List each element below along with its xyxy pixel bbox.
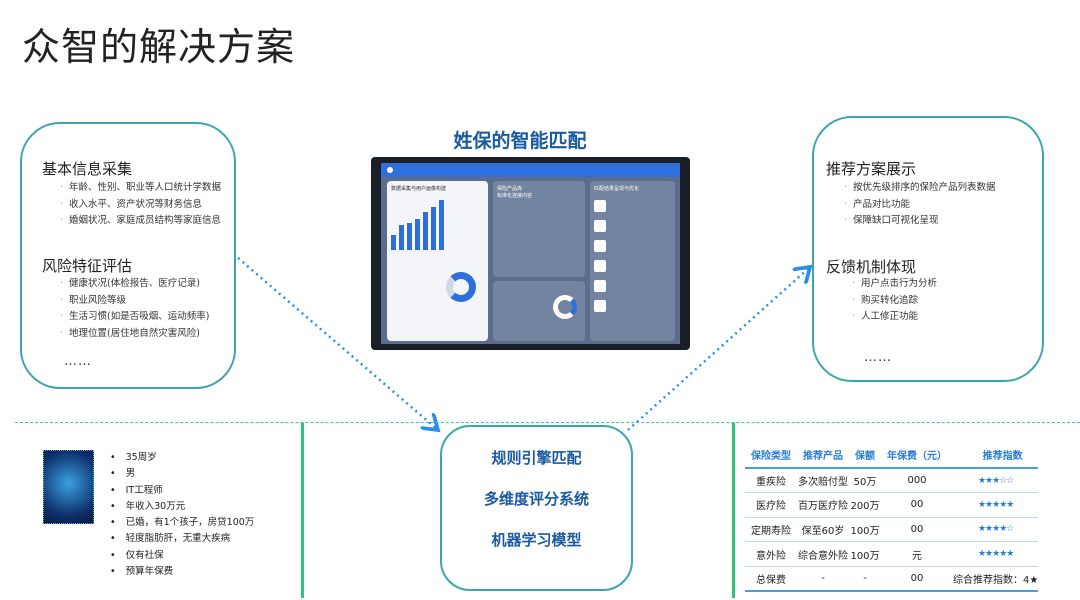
table-cell: 00	[881, 566, 953, 592]
user-profile-list: 35周岁 男 IT工程师 年收入30万元 已婚，有1个孩子，房贷100万 轻度脂…	[110, 450, 255, 580]
panel-title: 数据采集与用户画像构建	[391, 186, 447, 192]
table-cell: 综合推荐指数：4★	[953, 566, 1039, 592]
list-item: 按优先级排序的保险产品列表数据	[844, 180, 996, 197]
engine-item: 多维度评分系统	[483, 490, 589, 508]
divider-vertical	[301, 423, 304, 598]
list-item: 产品对比功能	[844, 197, 996, 214]
table-cell: 意外险	[745, 541, 797, 567]
list-item: IT工程师	[110, 483, 254, 499]
list-item: 用户点击行为分析	[852, 276, 937, 293]
table-cell: 医疗险	[745, 492, 797, 518]
dashboard-screenshot: 数据采集与用户画像构建 保险产品库 标准化连接内容 匹配结果呈现与优化	[371, 157, 690, 350]
section-heading: 推荐方案展示	[826, 160, 917, 178]
column-header: 保额	[849, 442, 881, 469]
table-cell: 保至60岁	[797, 517, 849, 543]
table-cell: -	[797, 566, 849, 592]
list-item: 仅有社保	[110, 548, 254, 564]
table-cell: 综合意外险	[797, 541, 849, 567]
list-item: 收入水平、资产状况等财务信息	[60, 197, 221, 214]
column-header: 保险类型	[745, 442, 797, 469]
table-cell: 00	[881, 492, 953, 518]
table-cell: ★★★★★	[953, 541, 1039, 567]
table-cell: 总保费	[745, 566, 797, 592]
arrow-engine-to-right	[627, 267, 810, 431]
center-heading: 姓保的智能匹配	[453, 130, 587, 152]
engine-item: 机器学习模型	[491, 531, 582, 549]
matching-engine-box: 规则引擎匹配 多维度评分系统 机器学习模型	[440, 425, 633, 591]
input-features-box: 基本信息采集 年龄、性别、职业等人口统计学数据 收入水平、资产状况等财务信息 婚…	[20, 122, 236, 389]
section-heading: 基本信息采集	[42, 160, 133, 178]
column-header: 年保费（元）	[881, 442, 953, 469]
table-cell: 百万医疗险	[797, 492, 849, 518]
list-item: 地理位置(居住地自然灾害风险)	[60, 326, 209, 343]
list-item: 婚姻状况、家庭成员结构等家庭信息	[60, 213, 221, 230]
output-box: 推荐方案展示 按优先级排序的保险产品列表数据 产品对比功能 保障缺口可视化呈现 …	[812, 116, 1044, 382]
table-cell: 50万	[849, 468, 881, 494]
panel-title: 保险产品库	[497, 186, 523, 192]
list-item: 购买转化追踪	[852, 293, 937, 310]
list-item: 预算年保费	[110, 564, 254, 580]
user-avatar	[43, 450, 94, 524]
panel-title: 匹配结果呈现与优化	[594, 186, 640, 192]
list-item: 健康状况(体检报告、医疗记录)	[60, 276, 209, 293]
list-item: 35周岁	[110, 450, 254, 466]
feedback-list: 用户点击行为分析 购买转化追踪 人工修正功能	[852, 276, 937, 326]
list-item: 男	[110, 466, 254, 482]
table-cell: 000	[881, 468, 953, 494]
table-cell: ★★★★☆	[953, 517, 1039, 543]
table-cell: 100万	[849, 517, 881, 543]
list-item: 已婚，有1个孩子，房贷100万	[110, 515, 255, 531]
section-heading: 反馈机制体现	[826, 258, 917, 276]
column-header: 推荐产品	[797, 442, 849, 469]
table-cell: 200万	[849, 492, 881, 518]
panel-subtitle: 标准化连接内容	[497, 193, 533, 199]
column-header: 推荐指数	[953, 442, 1039, 469]
engine-item: 规则引擎匹配	[491, 449, 582, 467]
list-item: 保障缺口可视化呈现	[844, 213, 996, 230]
list-item: 人工修正功能	[852, 309, 937, 326]
divider-vertical	[732, 423, 735, 598]
list-item: 职业风险等级	[60, 293, 209, 310]
table-cell: -	[849, 566, 881, 592]
list-item: 年龄、性别、职业等人口统计学数据	[60, 180, 221, 197]
arrow-left-to-engine	[237, 257, 438, 430]
list-item: 轻度脂肪肝，无重大疾病	[110, 531, 254, 547]
basic-info-list: 年龄、性别、职业等人口统计学数据 收入水平、资产状况等财务信息 婚姻状况、家庭成…	[60, 180, 221, 230]
page-title: 众智的解决方案	[22, 25, 296, 69]
table-cell: ★★★★★	[953, 492, 1039, 518]
table-cell: 00	[881, 517, 953, 543]
ellipsis: ……	[64, 354, 92, 369]
risk-list: 健康状况(体检报告、医疗记录) 职业风险等级 生活习惯(如是否吸烟、运动频率) …	[60, 276, 209, 342]
table-cell: 元	[881, 541, 953, 567]
table-cell: 100万	[849, 541, 881, 567]
list-item: 年收入30万元	[110, 499, 254, 515]
list-item: 生活习惯(如是否吸烟、运动频率)	[60, 309, 209, 326]
table-cell: 定期寿险	[745, 517, 797, 543]
recommend-list: 按优先级排序的保险产品列表数据 产品对比功能 保障缺口可视化呈现	[844, 180, 996, 230]
table-cell: 重疾险	[745, 468, 797, 494]
divider-dashed	[15, 422, 1080, 423]
ellipsis: ……	[864, 350, 892, 365]
table-cell: 多次赔付型	[797, 468, 849, 494]
table-cell: ★★★☆☆	[953, 468, 1039, 494]
section-heading: 风险特征评估	[42, 257, 133, 275]
